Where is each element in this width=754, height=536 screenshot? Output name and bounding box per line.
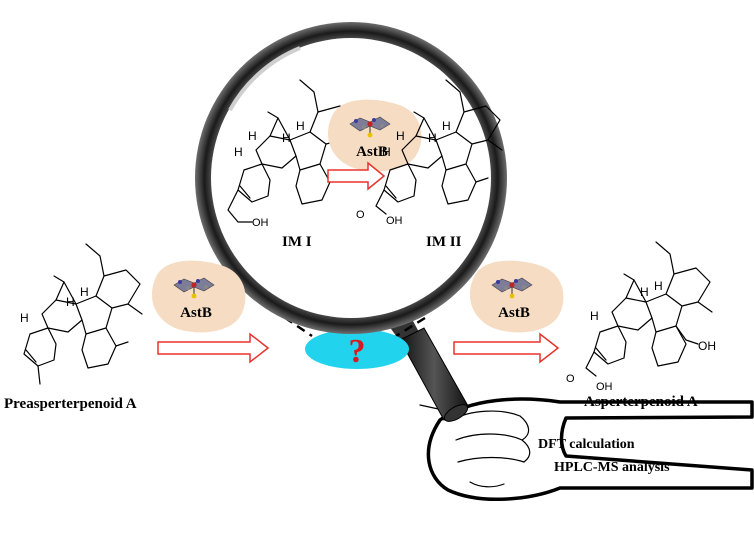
enzyme-label-right: AstB	[498, 305, 530, 321]
arrow-intermediates-to-product	[453, 332, 560, 364]
im-i-label: IM I	[282, 234, 312, 250]
im-ii-label: IM II	[426, 234, 462, 250]
im-ii-h2: H	[396, 129, 405, 143]
precursor-h2: H	[66, 295, 75, 309]
product-h3: H	[654, 279, 663, 293]
precursor-structure	[23, 243, 143, 385]
im-ii-o: O	[356, 209, 365, 221]
product-o: O	[566, 373, 575, 385]
im-i-h2: H	[248, 129, 257, 143]
unknown-step-marker: ?	[305, 329, 409, 370]
im-i-h4: H	[296, 119, 305, 133]
precursor-label: Preasperterpenoid A	[4, 396, 137, 412]
enzyme-astb-left: AstB	[151, 260, 246, 333]
enzyme-label-lens: AstB	[356, 144, 388, 160]
im-ii-structure	[375, 79, 503, 215]
precursor-h3: H	[80, 285, 89, 299]
precursor-h1: H	[20, 311, 29, 325]
method-1-label: DFT calculation	[538, 437, 635, 452]
im-i-oh: OH	[252, 217, 269, 229]
product-oh-2: OH	[596, 381, 613, 393]
product-oh-1: OH	[698, 339, 716, 353]
product-label: Asperterpenoid A	[584, 394, 698, 410]
arrow-precursor-to-intermediates	[157, 332, 270, 364]
method-2-label: HPLC-MS analysis	[554, 460, 670, 475]
product-h1: H	[590, 309, 599, 323]
product-structure	[585, 241, 713, 377]
enzyme-label-left: AstB	[180, 305, 212, 321]
im-ii-h3: H	[428, 131, 437, 145]
question-mark: ?	[349, 333, 366, 370]
product-h2: H	[640, 285, 649, 299]
im-i-h3: H	[282, 131, 291, 145]
im-ii-h1: H	[382, 145, 391, 159]
magnifying-glass-handle	[386, 308, 469, 422]
enzyme-astb-right: AstB	[469, 260, 564, 333]
im-ii-oh: OH	[386, 215, 403, 227]
arrow-im1-to-im2	[327, 161, 386, 191]
im-ii-h4: H	[442, 119, 451, 133]
enzyme-astb-lens: AstB	[327, 99, 422, 172]
im-i-h1: H	[234, 145, 243, 159]
